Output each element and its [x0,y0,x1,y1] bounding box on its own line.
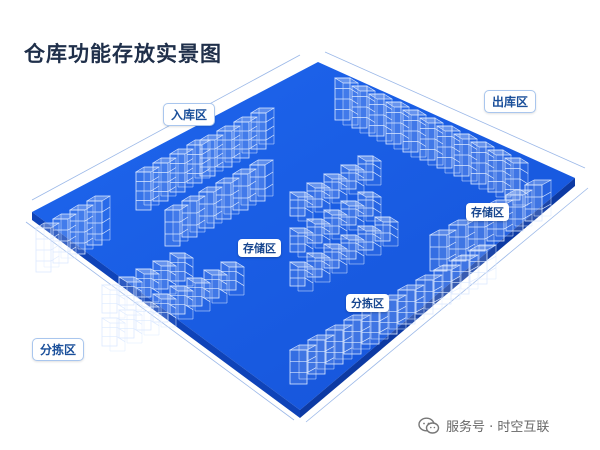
wechat-icon [418,416,440,434]
rack-unit [168,148,195,193]
rack-row-inbound-b [134,139,212,211]
rack-unit [452,133,479,182]
rack-unit [85,195,112,246]
rack-unit [414,274,444,315]
zone-label-sorting-center: 分拣区 [346,294,389,312]
rack-unit [288,344,318,385]
rack-unit [428,229,458,272]
rack-unit [504,189,534,232]
page-title: 仓库功能存放实景图 [24,42,222,66]
rack-unit [151,293,178,328]
rack-unit [356,155,383,186]
zone-label-storage-right: 存储区 [466,203,509,221]
rack-unit [34,222,61,273]
rack-unit [360,304,390,345]
rack-unit [168,252,195,287]
rack-unit [322,173,349,204]
rack-unit [418,117,445,166]
zone-label-sorting-left: 分拣区 [32,338,85,361]
rack-row-inbound-c [198,107,276,177]
rack-unit [447,219,477,262]
rack-unit [435,125,462,174]
rack-row-inbound-a [34,195,112,273]
floor-right-edge [300,178,575,418]
rack-unit [339,234,366,265]
rack-unit [117,276,144,311]
rack-unit [373,216,400,247]
rack-unit [324,324,354,365]
rack-row-sorting-a [100,252,195,319]
rack-unit [339,164,366,195]
rack-row-sorting-b [100,261,246,352]
rack-unit [288,261,315,292]
rack-unit [249,107,276,150]
rack-unit [350,85,377,134]
rack-unit [197,186,224,229]
rack-unit [384,101,411,150]
rack-unit [486,149,513,198]
rack-unit [450,254,480,295]
zone-label-inbound: 入库区 [163,103,216,126]
rack-unit [396,284,426,325]
rack-unit [231,168,258,211]
rack-unit [288,191,315,222]
rack-unit [180,195,207,238]
floor-left-edge [32,212,300,418]
racks-layer [34,77,553,385]
rack-unit [342,314,372,355]
rack-row-outbound [333,77,530,206]
rack-unit [333,77,360,126]
rack-unit [356,191,383,222]
watermark: 服务号 · 时空互联 [418,416,549,435]
rack-unit [305,182,332,213]
rack-unit [466,209,496,252]
rack-unit [305,252,332,283]
rack-row-inbound-d [163,159,275,247]
rack-unit [117,309,144,344]
rack-unit [219,261,246,296]
rack-unit [523,179,553,222]
zone-label-storage-center: 存储区 [238,239,281,257]
rack-unit [68,204,95,255]
rack-unit [51,213,78,264]
rack-unit [202,269,229,304]
rack-unit [248,159,275,202]
rack-unit [322,243,349,274]
rack-row-storage-a [288,155,383,222]
rack-row-storage-b [288,191,383,258]
rack-unit [232,116,259,159]
zone-label-outbound: 出库区 [484,90,537,113]
watermark-text: 服务号 · 时空互联 [446,420,550,435]
rack-unit [306,334,336,375]
rack-unit [134,166,161,211]
rack-unit [367,93,394,142]
rack-unit [168,285,195,320]
dimension-lines [25,51,589,423]
rack-unit [214,177,241,220]
rack-unit [288,227,315,258]
rack-unit [469,141,496,190]
rack-unit [401,109,428,158]
rack-row-storage-c [288,216,400,292]
